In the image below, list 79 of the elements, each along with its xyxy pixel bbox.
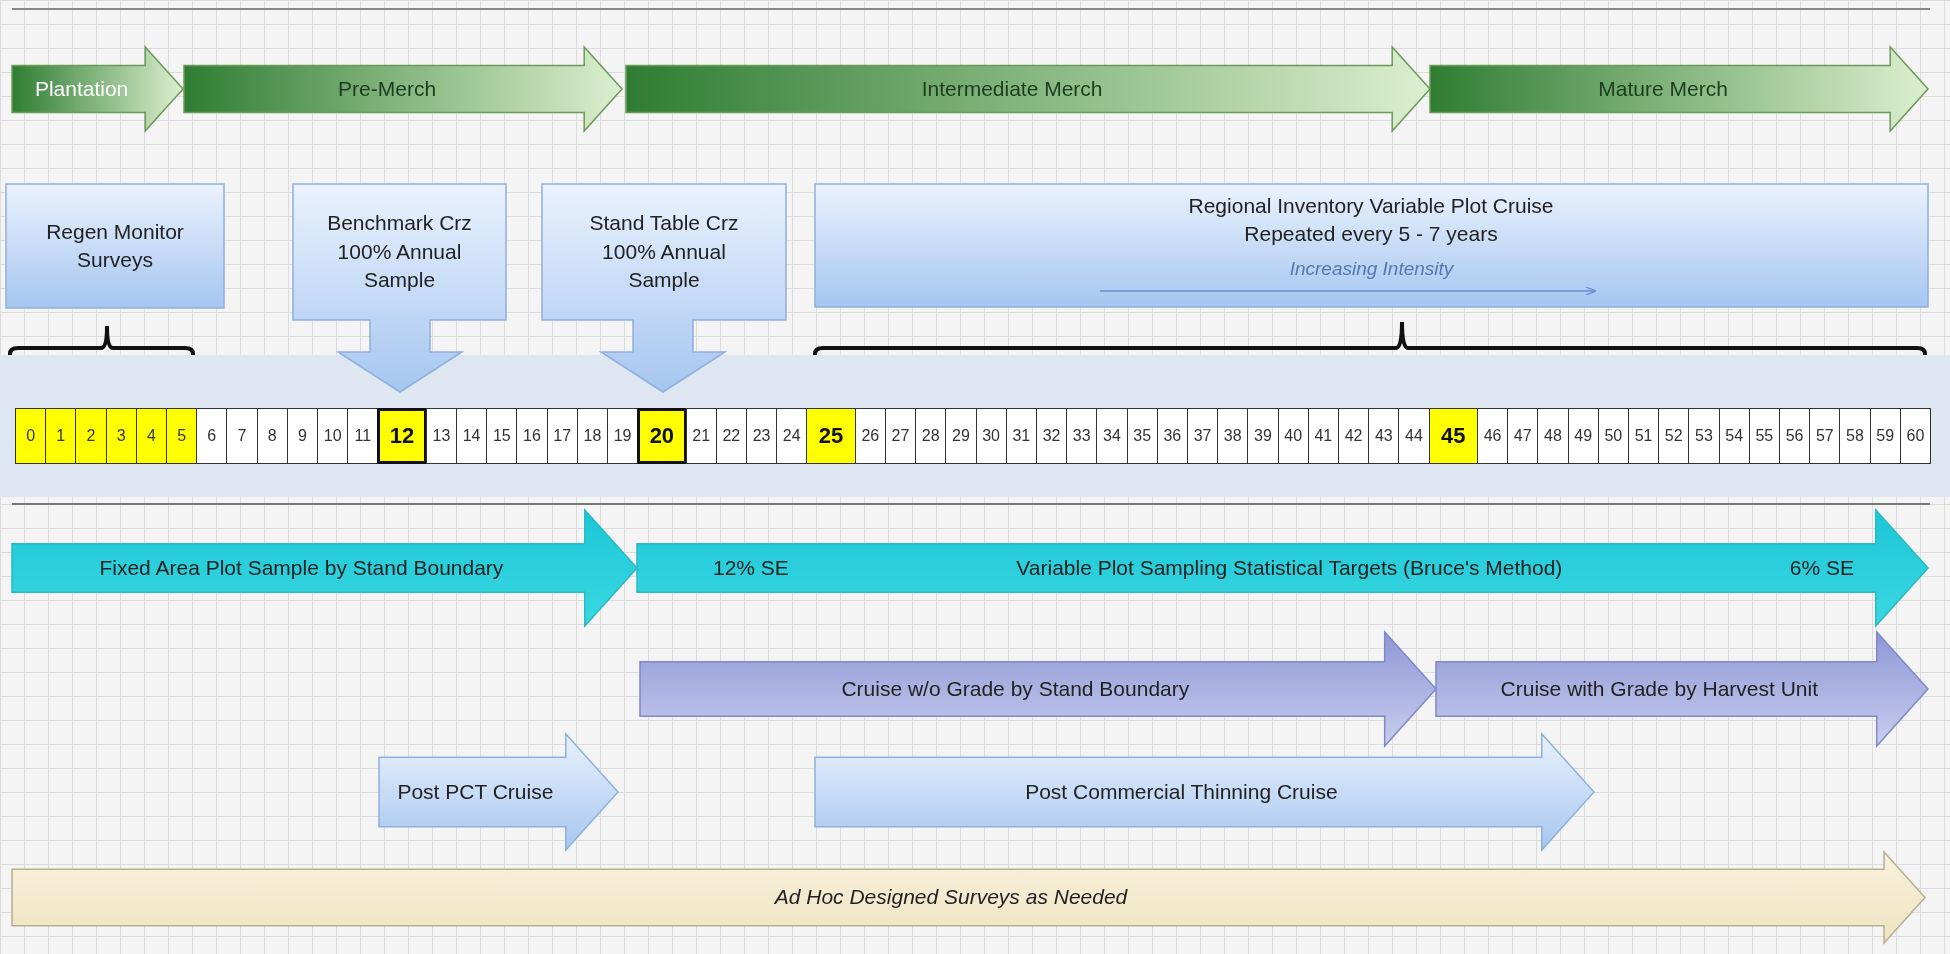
year-number: 19 xyxy=(607,408,639,464)
year-number: 27 xyxy=(884,408,917,464)
method-label: Variable Plot Sampling Statistical Targets (Bruce's Method) xyxy=(1016,554,1563,581)
year-number: 18 xyxy=(576,408,608,464)
year-number: 10 xyxy=(317,408,349,464)
year-number: 12 xyxy=(377,408,427,464)
year-number: 48 xyxy=(1537,408,1569,464)
cruise-label: Post Commercial Thinning Cruise xyxy=(1025,778,1338,805)
method-label: 12% SE xyxy=(713,554,789,581)
year-number: 59 xyxy=(1869,408,1901,464)
year-number: 45 xyxy=(1428,408,1478,464)
year-number: 32 xyxy=(1035,408,1068,464)
year-number: 9 xyxy=(286,408,319,464)
callout-text: Stand Table Crz 100% Annual Sample xyxy=(588,210,740,294)
year-number: 56 xyxy=(1778,408,1811,464)
year-number: 38 xyxy=(1217,408,1249,464)
cruise-label: Cruise with Grade by Harvest Unit xyxy=(1500,675,1819,702)
year-number: 25 xyxy=(806,408,856,464)
phase-label: Mature Merch xyxy=(1598,75,1728,102)
year-number: 37 xyxy=(1186,408,1219,464)
year-number: 55 xyxy=(1748,408,1780,464)
year-number: 20 xyxy=(637,408,687,464)
year-number: 5 xyxy=(166,408,198,464)
year-number: 53 xyxy=(1688,408,1720,464)
year-number: 13 xyxy=(425,408,457,464)
year-number: 1 xyxy=(45,408,77,464)
year-number: 3 xyxy=(105,408,137,464)
phase-label: Intermediate Merch xyxy=(921,75,1103,102)
year-number: 40 xyxy=(1277,408,1309,464)
year-number: 17 xyxy=(546,408,578,464)
year-number: 54 xyxy=(1718,408,1750,464)
phase-label: Pre-Merch xyxy=(338,75,437,102)
callout-text: Regional Inventory Variable Plot Cruise Repeated every 5 - 7 years xyxy=(1187,193,1555,248)
year-number: 50 xyxy=(1597,408,1629,464)
year-number: 16 xyxy=(516,408,548,464)
note-text: Increasing Intensity xyxy=(1288,257,1455,281)
phase-label: Plantation xyxy=(34,75,129,102)
year-number: 49 xyxy=(1567,408,1599,464)
year-number: 31 xyxy=(1005,408,1037,464)
year-number: 30 xyxy=(975,408,1007,464)
year-number: 57 xyxy=(1809,408,1841,464)
year-number: 60 xyxy=(1899,408,1931,464)
year-number: 14 xyxy=(456,408,488,464)
year-number: 33 xyxy=(1066,408,1098,464)
year-number: 42 xyxy=(1337,408,1370,464)
survey-label: Ad Hoc Designed Surveys as Needed xyxy=(774,884,1128,911)
year-number: 23 xyxy=(745,408,778,464)
year-number: 43 xyxy=(1368,408,1400,464)
year-number: 2 xyxy=(75,408,107,464)
year-number: 52 xyxy=(1658,408,1690,464)
year-number: 36 xyxy=(1156,408,1188,464)
year-number: 21 xyxy=(685,408,717,464)
year-number: 4 xyxy=(135,408,167,464)
year-number: 28 xyxy=(915,408,947,464)
callout-text: Benchmark Crz 100% Annual Sample xyxy=(326,210,473,294)
year-number: 0 xyxy=(15,408,47,464)
method-label: Fixed Area Plot Sample by Stand Boundary xyxy=(99,554,504,581)
cruise-label: Post PCT Cruise xyxy=(397,778,554,805)
year-number: 7 xyxy=(226,408,258,464)
year-number: 24 xyxy=(776,408,808,464)
year-number: 44 xyxy=(1398,408,1430,464)
year-number: 29 xyxy=(945,408,977,464)
year-number: 22 xyxy=(715,408,747,464)
year-number: 51 xyxy=(1627,408,1660,464)
year-number: 58 xyxy=(1839,408,1871,464)
year-number: 34 xyxy=(1096,408,1128,464)
year-number: 11 xyxy=(347,408,379,464)
callout-text: Regen Monitor Surveys xyxy=(45,218,185,273)
year-number: 8 xyxy=(256,408,288,464)
year-number: 35 xyxy=(1126,408,1158,464)
year-number: 47 xyxy=(1507,408,1539,464)
cruise-label: Cruise w/o Grade by Stand Boundary xyxy=(841,675,1190,702)
year-number: 41 xyxy=(1307,408,1339,464)
method-label: 6% SE xyxy=(1789,554,1854,581)
year-number: 26 xyxy=(854,408,886,464)
year-number: 15 xyxy=(486,408,518,464)
year-number: 6 xyxy=(196,408,228,464)
year-number: 39 xyxy=(1247,408,1279,464)
year-number: 46 xyxy=(1476,408,1509,464)
